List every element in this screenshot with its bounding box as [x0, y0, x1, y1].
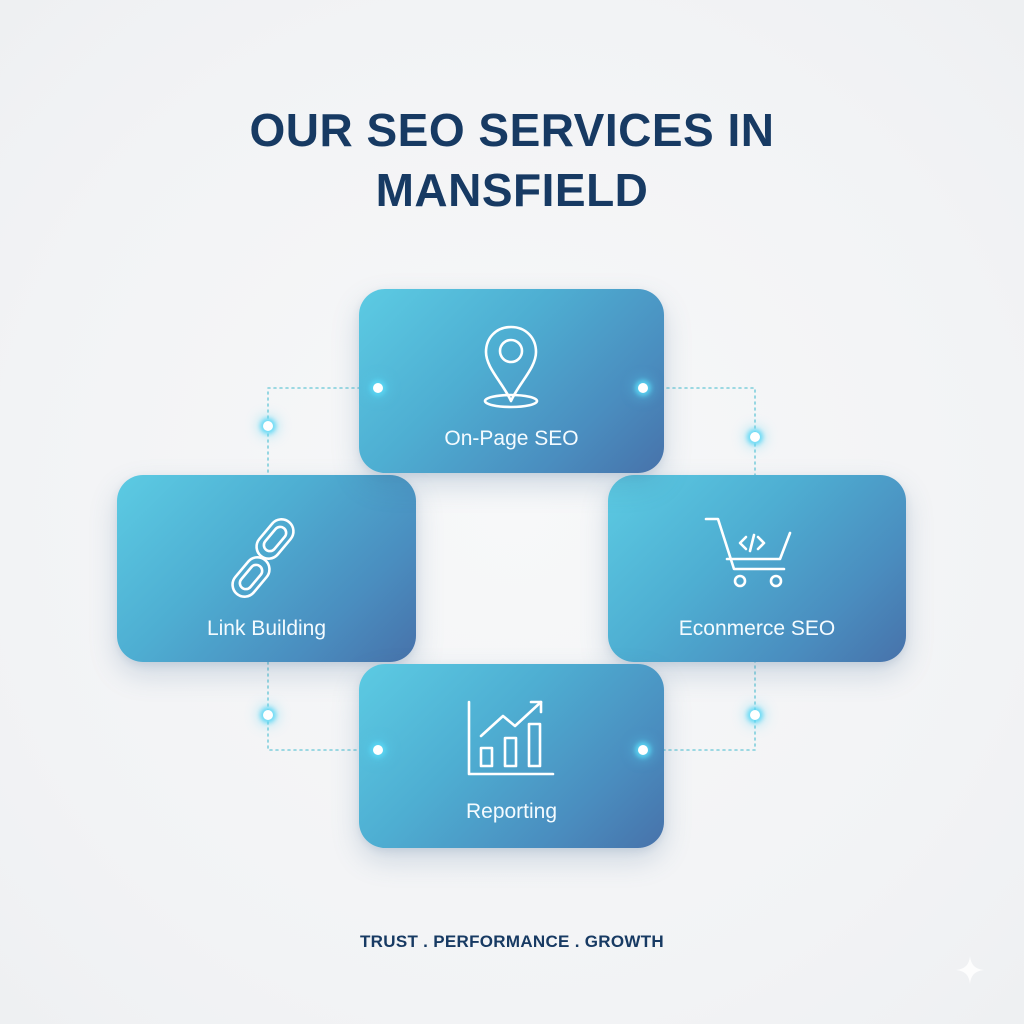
connector-dot [750, 710, 760, 720]
page-title: OUR SEO SERVICES IN MANSFIELD [0, 100, 1024, 220]
connector-dot [263, 421, 273, 431]
service-card-ecommerce-seo[interactable]: Econmerce SEO [608, 475, 906, 662]
connector-dot [750, 432, 760, 442]
map-pin-icon [483, 325, 539, 409]
service-label: On-Page SEO [444, 427, 579, 450]
service-label: Link Building [206, 617, 327, 640]
service-card-reporting[interactable]: Reporting [359, 664, 664, 848]
service-card-link-building[interactable]: Link Building [117, 475, 416, 662]
service-card-on-page-seo[interactable]: On-Page SEO [359, 289, 664, 473]
tagline: TRUST . PERFORMANCE . GROWTH [360, 932, 664, 951]
connector-dot [638, 383, 648, 393]
service-label: Econmerce SEO [678, 617, 836, 640]
shopping-cart-code-icon [704, 517, 792, 588]
connector-dot [373, 745, 383, 755]
bar-chart-growth-icon [467, 700, 555, 776]
connector-dot [373, 383, 383, 393]
sparkle-icon [956, 956, 984, 984]
service-label: Reporting [465, 800, 558, 823]
connector-dot [638, 745, 648, 755]
chain-link-icon [231, 518, 295, 598]
title-line-2: MANSFIELD [375, 164, 649, 216]
title-line-1: OUR SEO SERVICES IN [249, 104, 775, 156]
connector-dot [263, 710, 273, 720]
